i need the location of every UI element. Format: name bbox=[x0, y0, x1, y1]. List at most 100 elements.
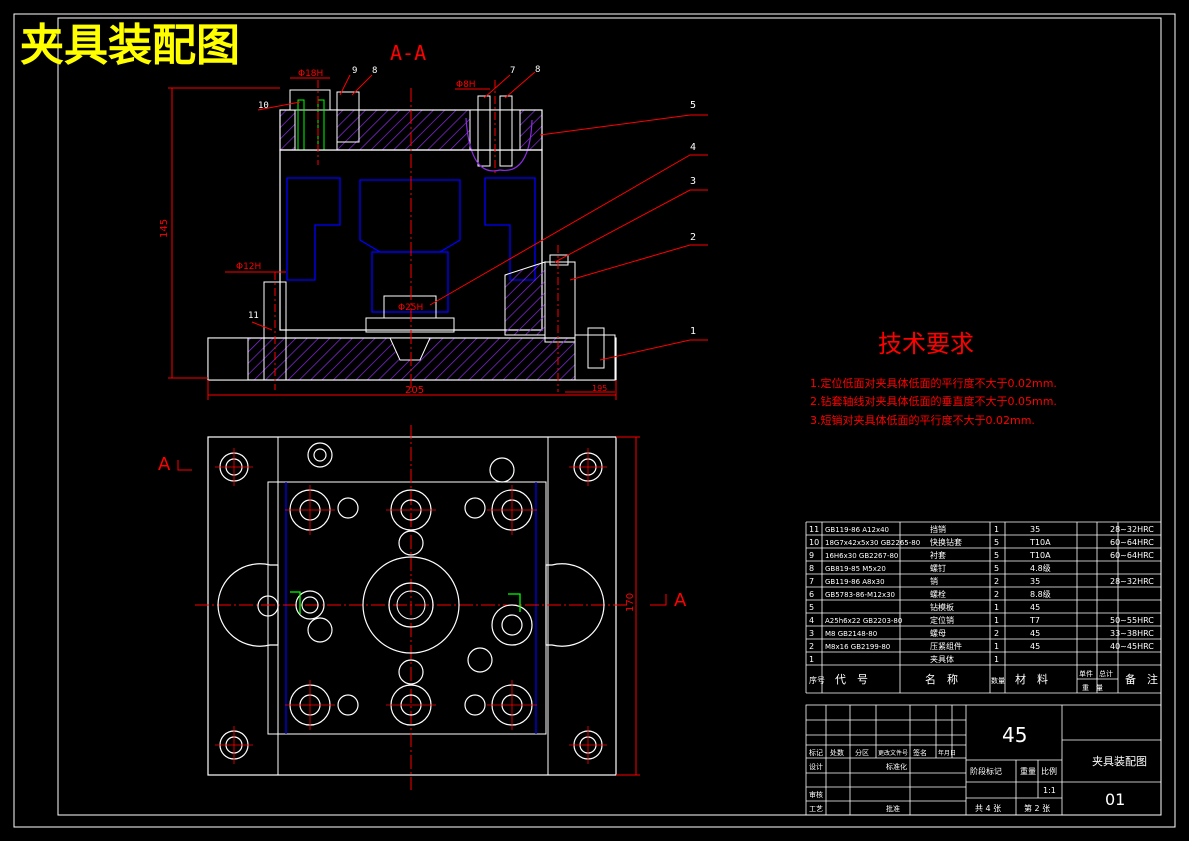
dim-height: 145 bbox=[159, 219, 170, 238]
parts-row-name: 夹具体 bbox=[930, 654, 954, 664]
section-dimensions: 145 205 Φ18H Φ8H Φ12H Φ25H 195 bbox=[159, 69, 617, 400]
parts-row-qty: 5 bbox=[994, 564, 999, 573]
parts-row-no: 6 bbox=[809, 590, 814, 599]
view-marker-left: A bbox=[158, 454, 171, 475]
parts-row-qty: 1 bbox=[994, 655, 999, 664]
tb-design: 设计 bbox=[809, 762, 823, 771]
tech-line-3: 3.短销对夹具体低面的平行度不大于0.02mm. bbox=[810, 413, 1035, 427]
parts-row-code: M8 GB2148-80 bbox=[825, 630, 877, 638]
tb-standard: 标准化 bbox=[886, 762, 907, 771]
parts-header-code: 代 号 bbox=[835, 673, 868, 686]
parts-row-no: 5 bbox=[809, 603, 814, 612]
dim-center: Φ25H bbox=[398, 303, 423, 313]
balloon-7: 7 bbox=[510, 66, 515, 76]
tb-stage: 阶段标记 bbox=[970, 766, 1002, 776]
parts-row-qty: 5 bbox=[994, 551, 999, 560]
title-block-text: 标记 处数 分区 更改文件号 签名 年月日 设计 标准化 审核 工艺 批准 阶段… bbox=[809, 723, 1147, 813]
parts-row-qty: 1 bbox=[994, 616, 999, 625]
parts-row-no: 7 bbox=[809, 577, 814, 586]
tb-label-change: 更改文件号 bbox=[878, 749, 908, 757]
parts-row-no: 4 bbox=[809, 616, 814, 625]
parts-row-no: 11 bbox=[809, 525, 819, 534]
parts-row-material: T10A bbox=[1029, 551, 1051, 560]
parts-header-total: 总计 bbox=[1099, 669, 1113, 678]
tb-scale-label: 比例 bbox=[1041, 766, 1057, 776]
dim-width-front: 205 bbox=[405, 385, 424, 396]
parts-header-name: 名 称 bbox=[925, 672, 958, 686]
view-marker-right: A bbox=[674, 590, 687, 611]
parts-row-material: 45 bbox=[1030, 642, 1040, 651]
parts-row-qty: 1 bbox=[994, 603, 999, 612]
parts-row-material: 8.8级 bbox=[1030, 589, 1051, 599]
plan-base bbox=[207, 436, 617, 776]
parts-row-material: T7 bbox=[1029, 616, 1040, 625]
tb-weight: 重量 bbox=[1020, 766, 1036, 776]
parts-row-code: GB119-86 A8x30 bbox=[825, 578, 885, 586]
parts-row-note: 60~64HRC bbox=[1110, 538, 1154, 547]
balloon-1: 1 bbox=[690, 326, 696, 337]
tb-drawing-name: 夹具装配图 bbox=[1092, 755, 1147, 768]
parts-row-no: 1 bbox=[809, 655, 814, 664]
dim-small-right: 195 bbox=[592, 384, 607, 393]
parts-row-code: M8x16 GB2199-80 bbox=[825, 643, 890, 651]
tb-label-sign: 签名 bbox=[913, 748, 927, 757]
parts-row-no: 8 bbox=[809, 564, 814, 573]
parts-row-note: 50~55HRC bbox=[1110, 616, 1154, 625]
tb-approve: 批准 bbox=[886, 804, 900, 813]
main-title: 夹具装配图 bbox=[20, 20, 240, 71]
parts-row-no: 3 bbox=[809, 629, 814, 638]
tb-sheets-total: 共 4 张 bbox=[975, 804, 1001, 813]
dim-plan-height: 170 bbox=[625, 593, 636, 612]
parts-row-note: 40~45HRC bbox=[1110, 642, 1154, 651]
balloon-2: 2 bbox=[690, 232, 696, 243]
tb-check: 审核 bbox=[809, 790, 823, 799]
parts-row-code: 18G7x42x5x30 GB2265-80 bbox=[825, 539, 920, 547]
parts-row-material: T10A bbox=[1029, 538, 1051, 547]
outer-frame bbox=[13, 13, 1176, 828]
balloons: 10 9 8 7 8 5 4 3 2 1 11 bbox=[248, 65, 708, 361]
parts-row-qty: 2 bbox=[994, 629, 999, 638]
parts-row-no: 10 bbox=[809, 538, 819, 547]
parts-row-name: 螺母 bbox=[930, 628, 946, 638]
parts-row-code: GB819-85 M5x20 bbox=[825, 565, 886, 573]
parts-row-qty: 2 bbox=[994, 590, 999, 599]
section-view bbox=[207, 80, 617, 392]
parts-row-name: 销 bbox=[930, 576, 938, 586]
balloon-8a: 8 bbox=[372, 66, 377, 76]
parts-row-qty: 2 bbox=[994, 577, 999, 586]
parts-header-no: 序号 bbox=[809, 675, 825, 685]
parts-row-name: 螺钉 bbox=[930, 563, 946, 573]
tb-drawing-no: 01 bbox=[1105, 790, 1125, 809]
parts-header-weight: 重 量 bbox=[1082, 684, 1103, 692]
parts-row-name: 定位销 bbox=[930, 615, 954, 625]
balloon-5: 5 bbox=[690, 100, 696, 111]
dim-top-left: Φ18H bbox=[298, 69, 323, 79]
balloon-11: 11 bbox=[248, 311, 259, 321]
parts-row-code: GB5783-86-M12x30 bbox=[825, 591, 895, 599]
tech-line-1: 1.定位低面对夹具体低面的平行度不大于0.02mm. bbox=[810, 376, 1057, 390]
parts-row-code: GB119-86 A12x40 bbox=[825, 526, 889, 534]
balloon-8b: 8 bbox=[535, 65, 540, 75]
section-label: A-A bbox=[390, 41, 426, 65]
parts-row-name: 压紧组件 bbox=[930, 641, 962, 651]
dim-top-right: Φ8H bbox=[456, 80, 476, 90]
parts-row-code: 16H6x30 GB2267-80 bbox=[825, 552, 898, 560]
parts-row-name: 衬套 bbox=[930, 550, 946, 560]
parts-header-unit: 单件 bbox=[1079, 669, 1093, 678]
tb-label-count: 处数 bbox=[830, 748, 844, 757]
parts-row-name: 螺栓 bbox=[930, 589, 946, 599]
parts-row-name: 快换钻套 bbox=[930, 537, 962, 547]
parts-header-qty: 数量 bbox=[991, 676, 1005, 685]
tech-requirements: 技术要求 1.定位低面对夹具体低面的平行度不大于0.02mm. 2.钻套轴线对夹… bbox=[810, 330, 1057, 427]
parts-row-qty: 1 bbox=[994, 525, 999, 534]
parts-row-material: 4.8级 bbox=[1030, 563, 1051, 573]
tb-process: 工艺 bbox=[809, 805, 823, 813]
parts-row-note: 28~32HRC bbox=[1110, 577, 1154, 586]
plan-view: A A 170 bbox=[158, 425, 687, 790]
balloon-9: 9 bbox=[352, 66, 357, 76]
parts-row-name: 挡销 bbox=[930, 524, 946, 534]
parts-row-code: A25h6x22 GB2203-80 bbox=[825, 617, 902, 625]
balloon-4: 4 bbox=[690, 142, 696, 153]
